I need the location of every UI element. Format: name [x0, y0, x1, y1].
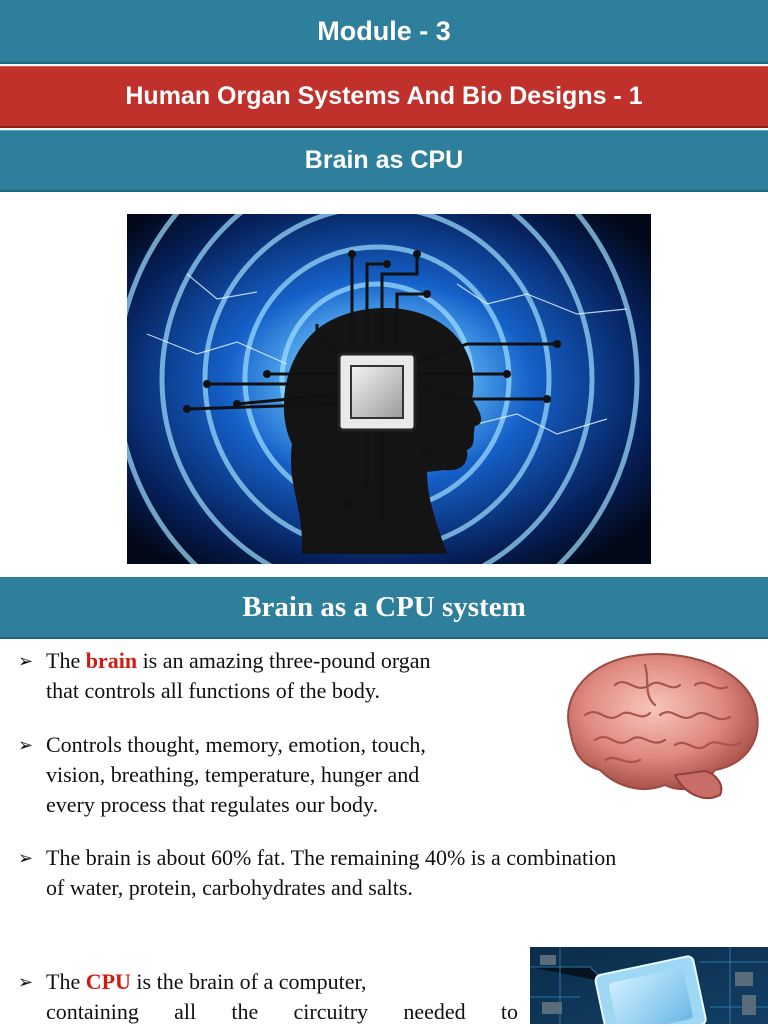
- bullet-line: Controls thought, memory, emotion, touch…: [46, 732, 426, 757]
- bullet-text: The: [46, 648, 86, 673]
- topic-title: Brain as CPU: [304, 146, 464, 174]
- bullet-line: of water, protein, carbohydrates and sal…: [46, 875, 413, 900]
- bullet-text: is the brain of a computer,: [130, 969, 367, 994]
- bullet-line: The CPU is the brain of a computer,: [18, 967, 518, 997]
- bullet-cpu: ➢ The CPU is the brain of a computer, co…: [18, 967, 518, 1027]
- highlight-brain: brain: [85, 648, 138, 673]
- bullet-text: is an amazing three-pound organ: [137, 648, 431, 673]
- bullet-line: every process that regulates our body.: [46, 792, 379, 817]
- section-title: Brain as a CPU system: [242, 590, 526, 623]
- module-title: Module - 3: [317, 15, 451, 46]
- section-banner: Brain as a CPU system: [0, 577, 768, 639]
- cpu-chip-photo: [530, 947, 768, 1024]
- bullet-line: The brain is an amazing three-pound orga…: [18, 646, 538, 676]
- topic-banner: Brain as CPU: [0, 130, 768, 192]
- arrow-bullet-icon: ➢: [18, 972, 34, 992]
- bullet-brain-organ: ➢ The brain is an amazing three-pound or…: [18, 646, 538, 706]
- bullet-line: containing all the circuitry needed to: [46, 999, 518, 1024]
- bullet-brain-composition: ➢ The brain is about 60% fat. The remain…: [18, 843, 758, 903]
- bullet-brain-controls: ➢ Controls thought, memory, emotion, tou…: [18, 730, 518, 820]
- bullet-line: that controls all functions of the body.: [46, 678, 381, 703]
- arrow-bullet-icon: ➢: [18, 848, 34, 868]
- course-banner: Human Organ Systems And Bio Designs - 1: [0, 66, 768, 128]
- bullet-line: vision, breathing, temperature, hunger a…: [46, 762, 420, 787]
- highlight-cpu: CPU: [85, 969, 131, 994]
- arrow-bullet-icon: ➢: [18, 735, 34, 755]
- human-brain-photo: [567, 653, 759, 800]
- circuit-head-illustration: [127, 214, 651, 564]
- bullet-line: The brain is about 60% fat. The remainin…: [46, 845, 617, 870]
- course-title: Human Organ Systems And Bio Designs - 1: [125, 82, 643, 110]
- module-banner: Module - 3: [0, 0, 768, 64]
- arrow-bullet-icon: ➢: [18, 651, 34, 671]
- bullet-text: The: [46, 969, 86, 994]
